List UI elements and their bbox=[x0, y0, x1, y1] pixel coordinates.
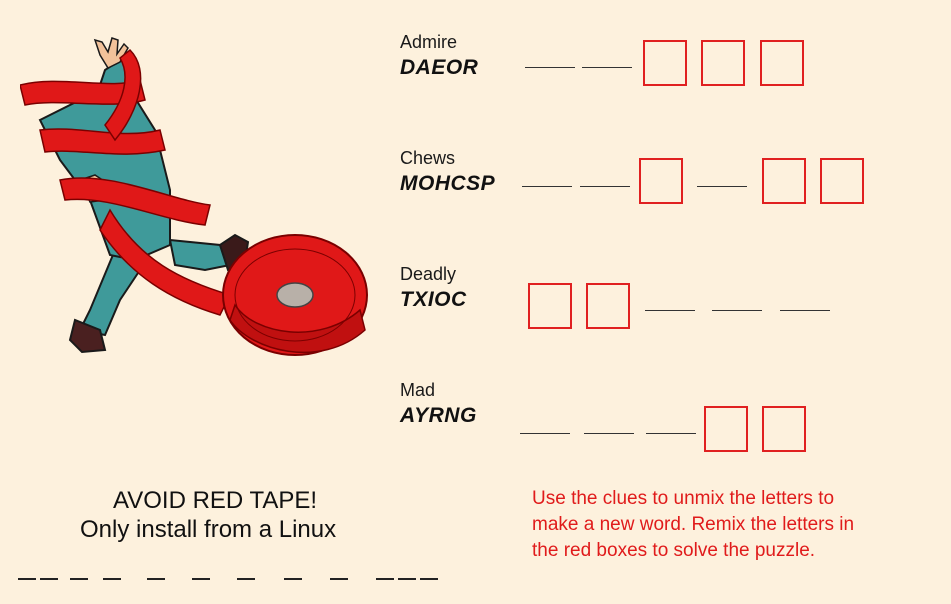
clue-4-box-2[interactable] bbox=[762, 406, 806, 452]
clue-1-box-3[interactable] bbox=[760, 40, 804, 86]
answer-blank-12[interactable] bbox=[420, 578, 438, 580]
clue-3-blank-3[interactable] bbox=[780, 310, 830, 311]
instructions: Use the clues to unmix the letters to ma… bbox=[532, 486, 942, 564]
clue-4-blank-2[interactable] bbox=[584, 433, 634, 434]
answer-blank-6[interactable] bbox=[192, 578, 210, 580]
answer-blank-4[interactable] bbox=[103, 578, 121, 580]
answer-blank-7[interactable] bbox=[237, 578, 255, 580]
answer-blank-3[interactable] bbox=[70, 578, 88, 580]
clue-3-box-1[interactable] bbox=[528, 283, 572, 329]
red-tape-man-illustration bbox=[20, 37, 368, 356]
clue-1-blank-1[interactable] bbox=[525, 67, 575, 68]
answer-blank-1[interactable] bbox=[18, 578, 36, 580]
clue-3-blank-1[interactable] bbox=[645, 310, 695, 311]
answer-blank-2[interactable] bbox=[40, 578, 58, 580]
clue-1-letters: DAEOR bbox=[400, 56, 479, 79]
answer-blank-10[interactable] bbox=[376, 578, 394, 580]
answer-blank-9[interactable] bbox=[330, 578, 348, 580]
answer-blank-8[interactable] bbox=[284, 578, 302, 580]
clue-1-box-2[interactable] bbox=[701, 40, 745, 86]
clue-2-blank-1[interactable] bbox=[522, 186, 572, 187]
clue-2-box-1[interactable] bbox=[639, 158, 683, 204]
clue-4-letters: AYRNG bbox=[400, 404, 477, 427]
puzzle-riddle: Only install from a Linux bbox=[80, 516, 337, 543]
clue-1-hint: Admire bbox=[400, 32, 458, 52]
clue-1-box-1[interactable] bbox=[643, 40, 687, 86]
clue-4-blank-3[interactable] bbox=[646, 433, 696, 434]
clue-3-letters: TXIOC bbox=[400, 288, 467, 311]
clue-4-box-1[interactable] bbox=[704, 406, 748, 452]
clue-2-blank-2[interactable] bbox=[580, 186, 630, 187]
answer-blank-5[interactable] bbox=[147, 578, 165, 580]
instructions-line-2: make a new word. Remix the letters in bbox=[532, 514, 855, 535]
clue-3-blank-2[interactable] bbox=[712, 310, 762, 311]
instructions-line-3: the red boxes to solve the puzzle. bbox=[532, 540, 816, 561]
clue-2-box-2[interactable] bbox=[762, 158, 806, 204]
clue-3-box-2[interactable] bbox=[586, 283, 630, 329]
clue-4-blank-1[interactable] bbox=[520, 433, 570, 434]
clue-4-hint: Mad bbox=[400, 380, 436, 400]
clue-2-blank-3[interactable] bbox=[697, 186, 747, 187]
clue-3-hint: Deadly bbox=[400, 264, 457, 284]
puzzle-title: AVOID RED TAPE! bbox=[113, 487, 318, 514]
instructions-line-1: Use the clues to unmix the letters to bbox=[532, 488, 835, 509]
answer-blank-11[interactable] bbox=[398, 578, 416, 580]
clue-2-letters: MOHCSP bbox=[400, 172, 496, 195]
clue-1-blank-2[interactable] bbox=[582, 67, 632, 68]
clue-2-box-3[interactable] bbox=[820, 158, 864, 204]
clue-2-hint: Chews bbox=[400, 148, 456, 168]
